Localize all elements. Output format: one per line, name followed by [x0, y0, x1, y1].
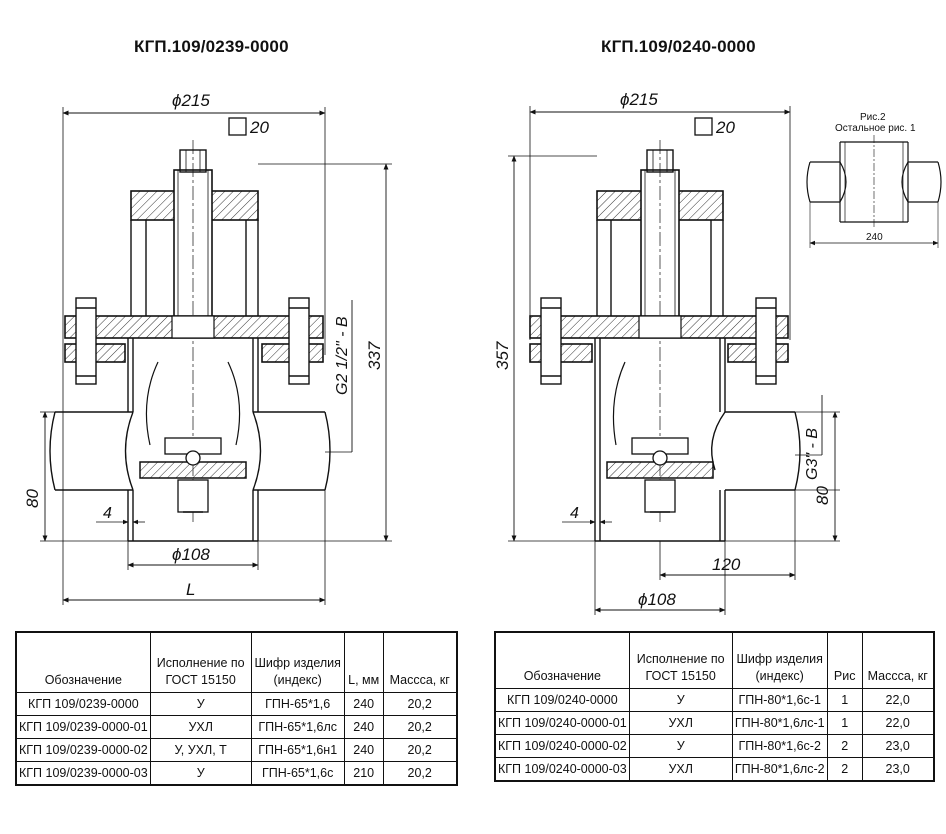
left-dim-d215: ϕ215: [172, 91, 210, 110]
cell: 20,2: [382, 692, 458, 716]
cell: КГП 109/0239-0000-03: [15, 761, 151, 786]
cell: 2: [826, 734, 863, 758]
cell: 2: [826, 757, 863, 782]
right-valve-drawing: [508, 106, 840, 615]
right-spec-table: Обозначение Исполнение по ГОСТ 15150 Шиф…: [494, 631, 935, 782]
cell: 240: [343, 738, 384, 762]
table-row: КГП 109/0240-0000-03 УХЛ ГПН-80*1,6лс-2 …: [494, 757, 935, 782]
col-header: Шифр изделия (индекс): [731, 631, 828, 689]
cell: 20,2: [382, 761, 458, 786]
col-header: L, мм: [343, 631, 384, 693]
cell: ГПН-65*1,6: [250, 692, 345, 716]
col-header: Обозначение: [494, 631, 630, 689]
inset-caption-1: Рис.2: [860, 112, 886, 123]
right-dim-d215: ϕ215: [620, 90, 658, 109]
cell: 240: [343, 692, 384, 716]
cell: 23,0: [861, 757, 935, 782]
left-dim-d108: ϕ108: [172, 545, 210, 564]
cell: У, УХЛ, Т: [149, 738, 252, 762]
cell: КГП 109/0240-0000-01: [494, 711, 630, 735]
cell: ГПН-80*1,6лс-1: [731, 711, 828, 735]
col-header: Рис: [826, 631, 863, 689]
cell: ГПН-65*1,6с: [250, 761, 345, 786]
right-dim-h357: 357: [493, 341, 512, 370]
right-dim-thread: G3" - B: [804, 428, 821, 480]
cell: 22,0: [861, 688, 935, 712]
inset-caption-2: Остальное рис. 1: [835, 123, 916, 134]
inset-figure-2: [806, 135, 942, 248]
col-header: Исполнение по ГОСТ 15150: [628, 631, 733, 689]
col-header: Обозначение: [15, 631, 151, 693]
table-header-row: Обозначение Исполнение по ГОСТ 15150 Шиф…: [494, 631, 935, 689]
right-dim-w120: 120: [712, 555, 741, 574]
col-header: Массса, кг: [382, 631, 458, 693]
right-dim-d108: ϕ108: [638, 590, 676, 609]
left-drawing-title: КГП.109/0239-0000: [134, 37, 289, 56]
cell: ГПН-80*1,6лс-2: [731, 757, 828, 782]
left-dim-thread: G2 1/2" - B: [334, 316, 351, 395]
cell: ГПН-65*1,6лс: [250, 715, 345, 739]
cell: ГПН-80*1,6с-1: [731, 688, 828, 712]
right-dim-w4: 4: [570, 505, 579, 522]
cell: 20,2: [382, 715, 458, 739]
drawings-svg: ϕ215 20 337 G2 1/2" - B 80 4 ϕ108 L: [23, 90, 942, 615]
cell: КГП 109/0240-0000-02: [494, 734, 630, 758]
right-dim-h80: 80: [813, 486, 832, 505]
right-dim-sq20: 20: [715, 118, 735, 137]
table-row: КГП 109/0240-0000 У ГПН-80*1,6с-1 1 22,0: [494, 688, 935, 712]
table-header-row: Обозначение Исполнение по ГОСТ 15150 Шиф…: [15, 631, 458, 693]
left-dim-h337: 337: [365, 341, 384, 370]
cell: У: [628, 734, 733, 758]
table-row: КГП 109/0239-0000-03 У ГПН-65*1,6с 210 2…: [15, 761, 458, 786]
col-header: Шифр изделия (индекс): [250, 631, 345, 693]
left-spec-table: Обозначение Исполнение по ГОСТ 15150 Шиф…: [15, 631, 458, 786]
cell: КГП 109/0240-0000: [494, 688, 630, 712]
left-dim-sq20: 20: [249, 118, 269, 137]
inset-dim-240: 240: [866, 232, 883, 243]
table-row: КГП 109/0239-0000 У ГПН-65*1,6 240 20,2: [15, 692, 458, 716]
cell: У: [149, 761, 252, 786]
cell: 210: [343, 761, 384, 786]
cell: 1: [826, 711, 863, 735]
cell: УХЛ: [628, 757, 733, 782]
left-dim-L: L: [186, 580, 195, 599]
cell: У: [149, 692, 252, 716]
col-header: Исполнение по ГОСТ 15150: [149, 631, 252, 693]
cell: КГП 109/0240-0000-03: [494, 757, 630, 782]
table-row: КГП 109/0240-0000-02 У ГПН-80*1,6с-2 2 2…: [494, 734, 935, 758]
table-row: КГП 109/0239-0000-02 У, УХЛ, Т ГПН-65*1,…: [15, 738, 458, 762]
cell: 22,0: [861, 711, 935, 735]
cell: У: [628, 688, 733, 712]
cell: ГПН-80*1,6с-2: [731, 734, 828, 758]
cell: 1: [826, 688, 863, 712]
cell: КГП 109/0239-0000: [15, 692, 151, 716]
col-header: Массса, кг: [861, 631, 935, 689]
cell: УХЛ: [149, 715, 252, 739]
left-valve-drawing: [40, 107, 392, 605]
cell: УХЛ: [628, 711, 733, 735]
table-row: КГП 109/0239-0000-01 УХЛ ГПН-65*1,6лс 24…: [15, 715, 458, 739]
table-row: КГП 109/0240-0000-01 УХЛ ГПН-80*1,6лс-1 …: [494, 711, 935, 735]
cell: КГП 109/0239-0000-02: [15, 738, 151, 762]
cell: КГП 109/0239-0000-01: [15, 715, 151, 739]
right-drawing-title: КГП.109/0240-0000: [601, 37, 756, 56]
cell: 240: [343, 715, 384, 739]
cell: 23,0: [861, 734, 935, 758]
left-dim-h80: 80: [23, 489, 42, 508]
cell: 20,2: [382, 738, 458, 762]
cell: ГПН-65*1,6н1: [250, 738, 345, 762]
left-dim-w4: 4: [103, 505, 112, 522]
